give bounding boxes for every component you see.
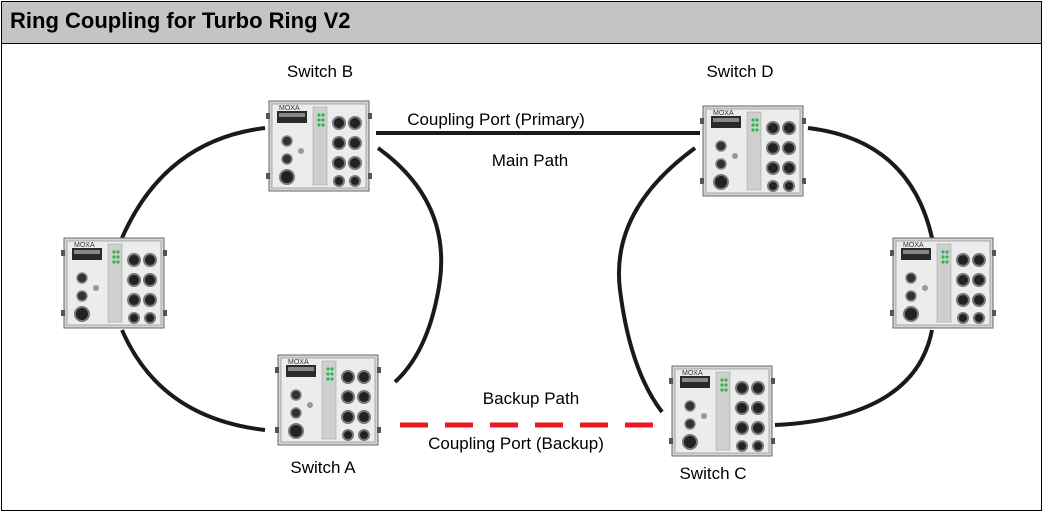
right-ring-cable-d-c <box>617 146 697 414</box>
switch-a-brand: MOXA <box>288 359 309 366</box>
switch-d-device: MOXA <box>699 105 807 197</box>
title-bar: Ring Coupling for Turbo Ring V2 <box>2 2 1041 44</box>
left-ring-cable-b-a <box>376 146 444 384</box>
switch-left-brand: MOXA <box>74 242 95 249</box>
switch-b-label: Switch B <box>287 62 353 81</box>
left-ring-cable-b-left <box>120 126 266 239</box>
coupling-backup-label: Coupling Port (Backup) <box>428 434 604 453</box>
switch-b-brand: MOXA <box>279 105 300 112</box>
right-ring-cable-d-right <box>807 126 934 239</box>
switch-c-device: MOXA <box>668 365 776 457</box>
switch-b-device: MOXA <box>265 100 373 192</box>
right-ring-cable-right-c <box>774 329 934 427</box>
switch-left-device: MOXA <box>60 237 168 329</box>
switch-right-brand: MOXA <box>903 242 924 249</box>
switch-d-brand: MOXA <box>713 110 734 117</box>
switch-c-label: Switch C <box>679 464 746 483</box>
left-ring-cable-left-a <box>120 329 266 432</box>
switch-c-brand: MOXA <box>682 370 703 377</box>
main-path-label: Main Path <box>492 151 569 170</box>
switch-d-label: Switch D <box>706 62 773 81</box>
coupling-primary-label: Coupling Port (Primary) <box>407 110 585 129</box>
switch-a-label: Switch A <box>290 458 356 477</box>
diagram-title: Ring Coupling for Turbo Ring V2 <box>10 8 351 33</box>
switch-right-device: MOXA <box>889 237 997 329</box>
backup-path-label: Backup Path <box>483 389 579 408</box>
switch-a-device: MOXA <box>274 354 382 446</box>
